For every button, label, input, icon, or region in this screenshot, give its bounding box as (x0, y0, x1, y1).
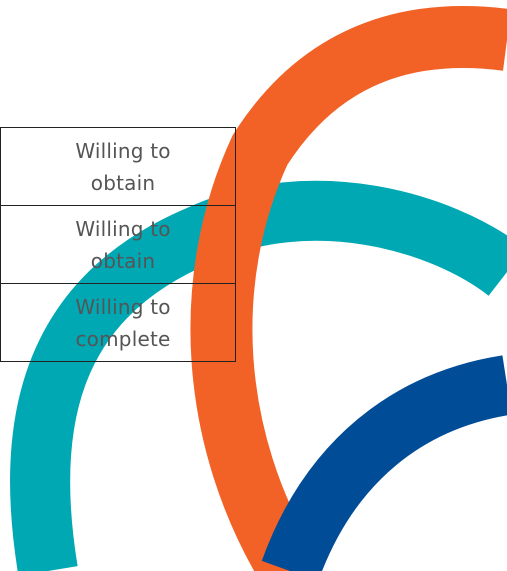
table-cell-value: Willing to obtain (0, 127, 236, 206)
requirements-table: Willing to obtain Willing to obtain Will… (0, 127, 236, 362)
cell-text: Willing to complete (75, 294, 171, 351)
table-row: Willing to complete (0, 283, 236, 362)
blue-arc (261, 355, 507, 571)
table-row: Willing to obtain (0, 205, 236, 284)
table-row: Willing to obtain (0, 127, 236, 206)
table-cell-value: Willing to complete (0, 283, 236, 362)
cell-text: Willing to obtain (75, 138, 171, 195)
orange-arc (190, 6, 507, 571)
table-cell-value: Willing to obtain (0, 205, 236, 284)
cell-text: Willing to obtain (75, 216, 171, 273)
